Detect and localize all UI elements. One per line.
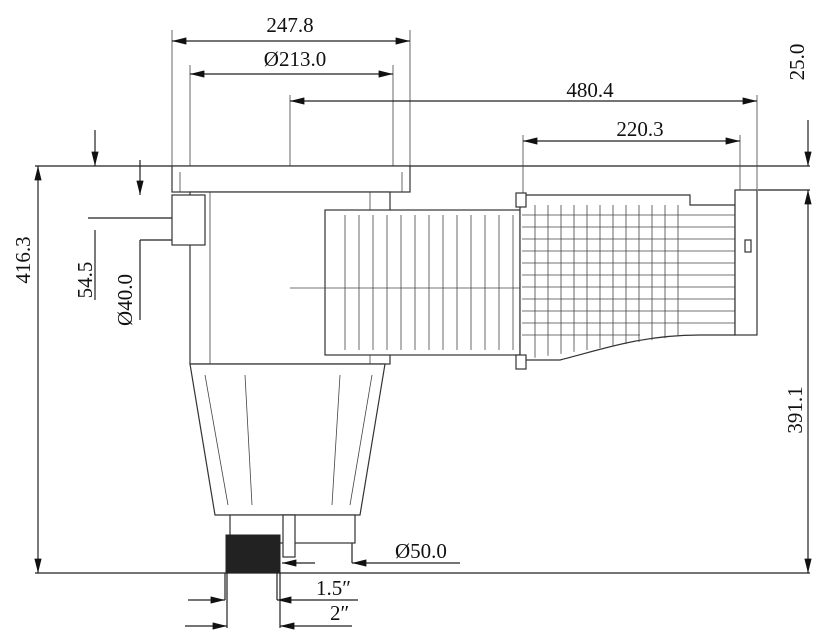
label-side-port-diameter: Ø40.0 <box>113 274 137 326</box>
label-thread-large: 2″ <box>330 601 349 625</box>
label-inner-diameter: Ø213.0 <box>264 47 326 71</box>
dimension-lines <box>34 37 812 630</box>
label-top-offset: 25.0 <box>785 44 809 81</box>
reference-lines <box>35 30 810 574</box>
label-flange-width: 247.8 <box>266 13 313 37</box>
dimension-labels: 247.8 Ø213.0 480.4 220.3 25.0 416.3 54.5… <box>11 13 809 625</box>
skimmer-mouth <box>290 189 758 370</box>
label-mouth-length: 220.3 <box>616 117 663 141</box>
label-side-port-offset: 54.5 <box>73 262 97 299</box>
label-outlet-diameter: Ø50.0 <box>395 539 447 563</box>
label-thread-small: 1.5″ <box>316 576 351 600</box>
label-mouth-height: 391.1 <box>783 386 807 433</box>
label-total-height: 416.3 <box>11 236 35 283</box>
label-total-length: 480.4 <box>566 78 614 102</box>
